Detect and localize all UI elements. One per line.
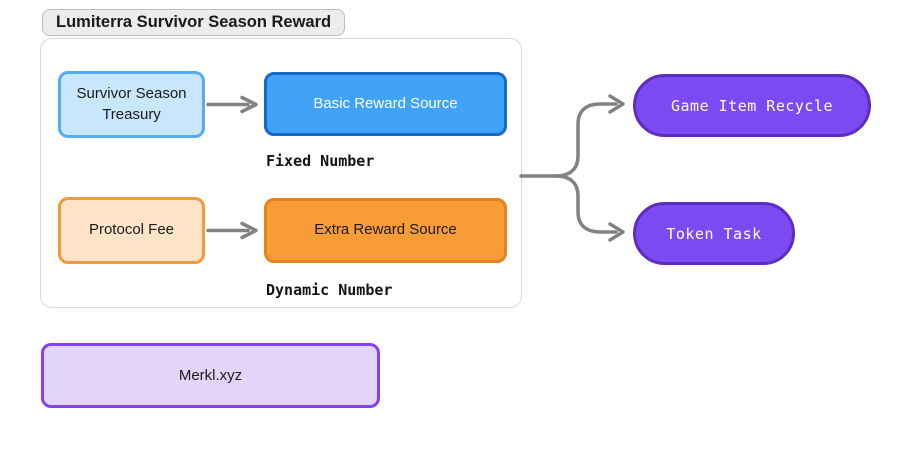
protocol-fee-node: Protocol Fee	[58, 197, 205, 264]
basic-reward-source-node: Basic Reward Source	[264, 72, 507, 136]
game-item-recycle-node: Game Item Recycle	[633, 74, 871, 137]
survivor-season-treasury-node: Survivor Season Treasury	[58, 71, 205, 138]
merkl-xyz-node: Merkl.xyz	[41, 343, 380, 408]
dynamic-number-caption: Dynamic Number	[266, 281, 393, 299]
fixed-number-caption: Fixed Number	[266, 152, 375, 170]
extra-reward-source-node: Extra Reward Source	[264, 198, 507, 263]
diagram-title-badge: Lumiterra Survivor Season Reward	[42, 9, 346, 36]
token-task-node: Token Task	[633, 202, 795, 265]
